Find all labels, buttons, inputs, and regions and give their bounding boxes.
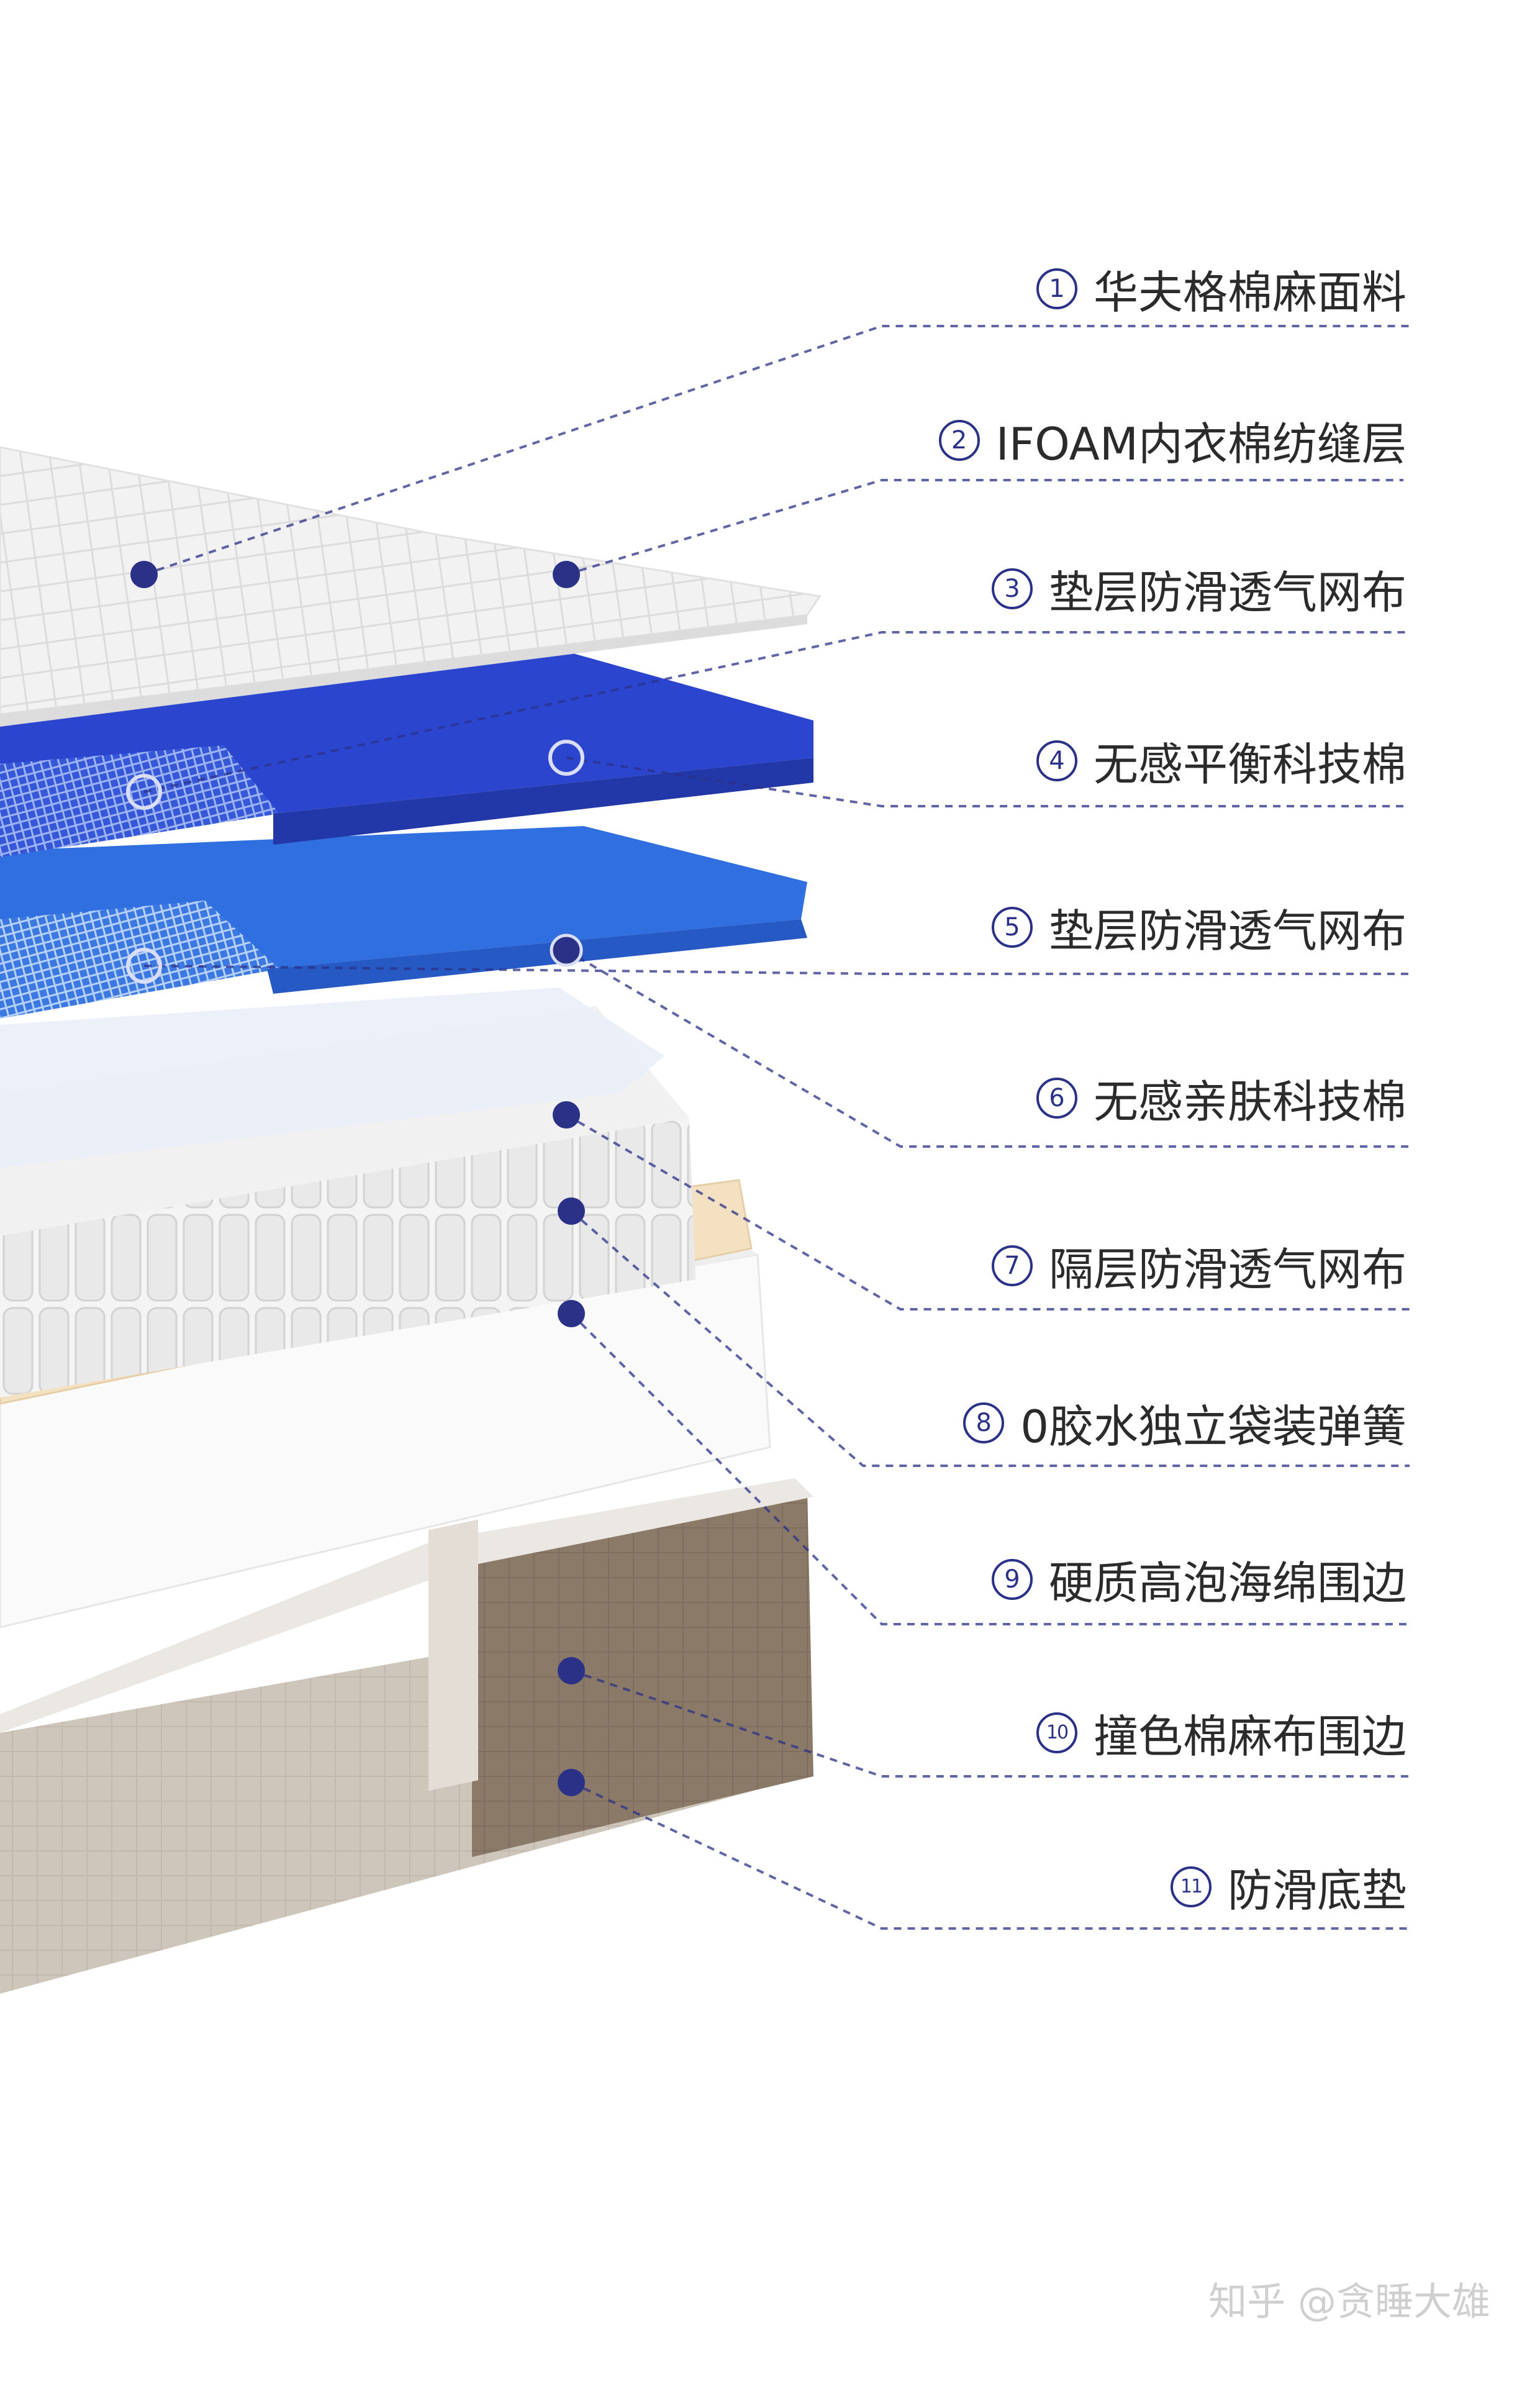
leader-line-10 [571, 1670, 1410, 1778]
layer-label-text: 撞色棉麻布围边 [1093, 1710, 1406, 1763]
leader-line-4 [566, 756, 1410, 807]
layer-number-badge: 9 [991, 1558, 1033, 1600]
base-label-band [428, 1519, 478, 1791]
layer-number-badge: 2 [938, 419, 980, 461]
marker-dot [553, 1101, 580, 1129]
spring-layer [0, 1118, 695, 1397]
layer-number-badge: 7 [991, 1245, 1033, 1286]
marker-dot [126, 948, 162, 984]
marker-dot [550, 934, 583, 967]
leader-line-7 [565, 1114, 1410, 1311]
marker-dot [558, 1657, 585, 1684]
top-quilted-fabric [0, 446, 822, 716]
layer-label-text: 无感平衡科技棉 [1093, 738, 1406, 791]
layer-label: 1 华夫格棉麻面料 [1036, 256, 1406, 321]
layer-label-text: 垫层防滑透气网布 [1048, 566, 1406, 619]
layer-number-badge: 4 [1036, 740, 1077, 781]
layer-label-text: 硬质高泡海绵围边 [1048, 1557, 1406, 1609]
marker-dot [558, 1769, 585, 1796]
blue-foam-lower-edge [267, 919, 807, 994]
layer-number-badge: 1 [1036, 268, 1077, 309]
marker-dot [558, 1197, 585, 1225]
layer-label: 5 垫层防滑透气网布 [991, 894, 1406, 960]
leader-line-11 [571, 1781, 1410, 1930]
layer-label-text: 华夫格棉麻面料 [1093, 266, 1406, 319]
layer-number-badge: 3 [991, 568, 1033, 609]
marker-dots [126, 561, 585, 1796]
layer-label-text: 垫层防滑透气网布 [1048, 905, 1406, 957]
watermark: 知乎 @贪睡大雄 [1208, 2279, 1490, 2324]
layer-label-text: 防滑底垫 [1227, 1865, 1406, 1917]
leader-line-3 [143, 631, 1410, 793]
layer-label: 4 无感平衡科技棉 [1036, 728, 1406, 793]
marker-dot [548, 740, 584, 776]
layer-label: 11 防滑底垫 [1170, 1854, 1406, 1919]
base-top-edge [0, 1478, 813, 1733]
layer-label-text: 0胶水独立袋装弹簧 [1020, 1401, 1406, 1453]
layer-label-text: 隔层防滑透气网布 [1048, 1243, 1406, 1296]
marker-dot [126, 774, 162, 810]
marker-dot [130, 561, 158, 588]
blue-mesh-lower [0, 901, 279, 1019]
layer-label-text: IFOAM内衣棉纺缝层 [995, 418, 1406, 470]
leader-line-6 [565, 949, 1410, 1148]
layer-label: 8 0胶水独立袋装弹簧 [963, 1390, 1406, 1455]
blue-mesh-upper [0, 745, 279, 857]
blue-foam-upper-edge [273, 758, 813, 845]
leader-line-9 [570, 1312, 1410, 1625]
marker-dot [553, 561, 580, 588]
layer-label: 2 IFOAM内衣棉纺缝层 [938, 407, 1406, 473]
marker-dot [558, 1300, 585, 1327]
leader-line-8 [570, 1210, 1410, 1467]
layer-number-badge: 5 [991, 906, 1033, 948]
base-taupe-panel [472, 1491, 813, 1857]
layer-number-badge: 10 [1036, 1712, 1077, 1753]
layer-number-badge: 8 [963, 1402, 1005, 1443]
layer-label: 9 硬质高泡海绵围边 [991, 1547, 1406, 1612]
leader-line-2 [566, 479, 1403, 576]
leader-line-5 [143, 965, 1410, 975]
layer-label-text: 无感亲肤科技棉 [1093, 1076, 1406, 1128]
leader-lines [143, 325, 1410, 1930]
layer-number-badge: 11 [1170, 1866, 1212, 1907]
layer-label: 10 撞色棉麻布围边 [1036, 1700, 1406, 1765]
layer-label: 3 垫层防滑透气网布 [991, 556, 1406, 621]
layer-label: 7 隔层防滑透气网布 [991, 1233, 1406, 1298]
top-fabric-edge [0, 615, 807, 727]
light-mesh-layer [0, 988, 664, 1168]
layer-label: 6 无感亲肤科技棉 [1036, 1065, 1406, 1130]
layer-number-badge: 6 [1036, 1077, 1077, 1119]
